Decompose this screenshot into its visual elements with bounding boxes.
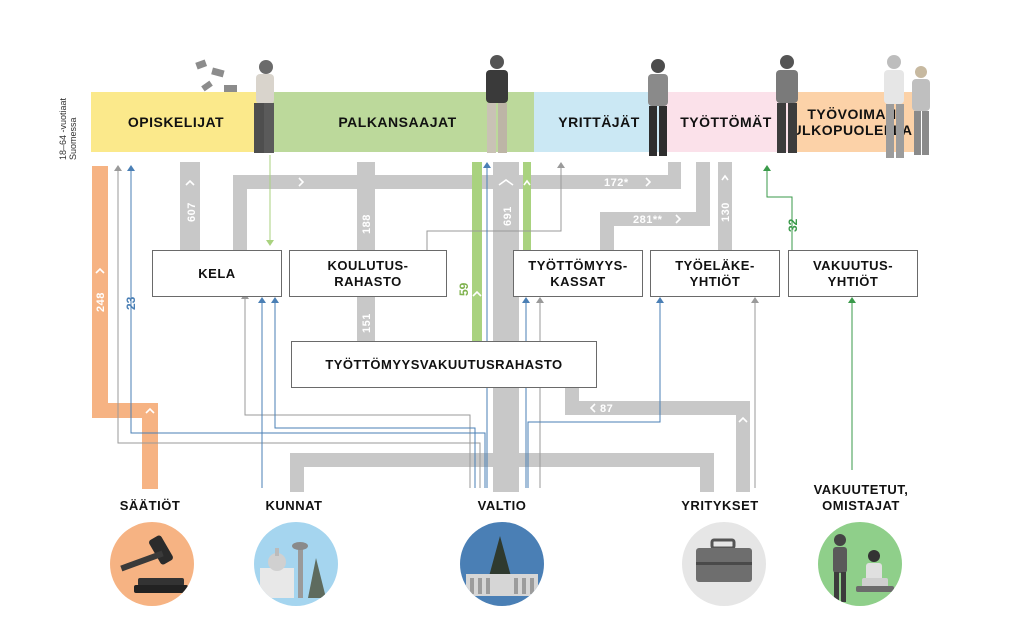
gavel-icon — [120, 535, 188, 593]
yritykset-circle — [682, 522, 766, 606]
label-281: 281** — [633, 214, 663, 226]
vakuutetut-line1: VAKUUTETUT, — [813, 482, 909, 497]
vakuutetut-circle — [818, 522, 902, 606]
kunnat-circle — [254, 522, 338, 606]
label-32: 32 — [786, 218, 800, 232]
flow-bottom-bar — [290, 453, 714, 467]
gray-flows — [180, 162, 750, 492]
flow-248-down — [142, 403, 158, 489]
valtio-circle — [460, 522, 544, 606]
box-tyoelakeyhtiot: TYÖELÄKE- YHTIÖT — [650, 250, 780, 297]
source-saatiot: SÄÄTIÖT — [119, 498, 181, 513]
band-opiskelijat: OPISKELIJAT — [91, 92, 261, 152]
flow-172-left — [233, 175, 247, 250]
box-koulutusrahasto: KOULUTUS- RAHASTO — [289, 250, 447, 297]
box-vakuutusyhtiot: VAKUUTUS- YHTIÖT — [788, 250, 918, 297]
band-ulkopuolella: TYÖVOIMAN ULKOPUOLELLA — [788, 92, 916, 152]
flow-59-kassat — [523, 162, 531, 250]
flow-248-bar — [92, 403, 158, 418]
employee-figure-icon — [486, 55, 508, 153]
band-yrittajat: YRITTÄJÄT — [534, 92, 664, 152]
box-tyottomyyskassat: TYÖTTÖMYYS- KASSAT — [513, 250, 643, 297]
vakuutusyhtiot-line2: YHTIÖT — [827, 273, 879, 289]
source-vakuutetut: VAKUUTETUT, OMISTAJAT — [791, 482, 931, 514]
label-59: 59 — [457, 282, 471, 296]
label-130: 130 — [720, 202, 732, 222]
flow-172-bar — [233, 175, 681, 189]
people-icon — [833, 534, 894, 602]
source-valtio: VALTIO — [477, 498, 527, 513]
flow-87-bar — [565, 401, 750, 415]
flow-130 — [718, 162, 732, 250]
tyoelakeyhtiot-line2: YHTIÖT — [689, 273, 741, 289]
green-flows — [472, 162, 531, 341]
retirees-figure-icon — [884, 55, 930, 158]
flow-607 — [180, 162, 200, 250]
blue-lines — [130, 165, 661, 488]
flow-281-down — [600, 212, 614, 250]
flow-691 — [493, 162, 519, 492]
briefcase-icon — [696, 538, 752, 582]
flow-188 — [357, 162, 375, 250]
age-group-line2: Suomessa — [68, 117, 78, 160]
flow-bottom-left — [290, 453, 304, 492]
flow-248-up — [92, 166, 108, 418]
city-skyline-icon — [260, 542, 326, 598]
source-yritykset: YRITYKSET — [681, 498, 759, 513]
band-tyottomat: TYÖTTÖMÄT — [664, 92, 788, 152]
age-group-line1: 18–64 -vuotiaat — [58, 97, 68, 160]
vakuutusyhtiot-line1: VAKUUTUS- — [812, 257, 894, 273]
flow-87-right — [736, 401, 750, 492]
flow-172-right — [668, 162, 681, 189]
label-87: 87 — [600, 403, 613, 415]
parliament-building-icon — [466, 536, 538, 596]
label-607: 607 — [186, 202, 198, 222]
label-188: 188 — [361, 214, 373, 234]
koulutusrahasto-line1: KOULUTUS- — [327, 257, 409, 273]
label-691: 691 — [502, 206, 514, 226]
label-151: 151 — [361, 313, 373, 333]
tyottomyyskassat-line2: KASSAT — [550, 273, 606, 289]
entrepreneur-figure-icon — [648, 59, 668, 156]
label-248: 248 — [95, 292, 107, 312]
koulutusrahasto-line2: RAHASTO — [334, 273, 402, 289]
source-kunnat: KUNNAT — [265, 498, 323, 513]
thin-gray-lines — [117, 165, 756, 488]
label-172: 172* — [604, 177, 629, 189]
box-kela: KELA — [152, 250, 282, 297]
flow-151 — [357, 297, 375, 341]
label-23: 23 — [124, 296, 138, 310]
flow-59 — [472, 162, 482, 341]
flow-281-bar — [600, 212, 710, 226]
saatiot-circle — [110, 522, 194, 606]
flow-281-up — [696, 162, 710, 226]
vakuutetut-line2: OMISTAJAT — [822, 498, 900, 513]
orange-flow — [92, 166, 158, 489]
tyottomyyskassat-line1: TYÖTTÖMYYS- — [528, 257, 628, 273]
box-tyottomyysvakuutusrahasto: TYÖTTÖMYYSVAKUUTUSRAHASTO — [291, 341, 597, 388]
flow-bottom-right — [700, 453, 714, 492]
tyoelakeyhtiot-line1: TYÖELÄKE- — [675, 257, 755, 273]
student-figure-icon — [195, 59, 274, 153]
unemployed-figure-icon — [776, 55, 798, 153]
